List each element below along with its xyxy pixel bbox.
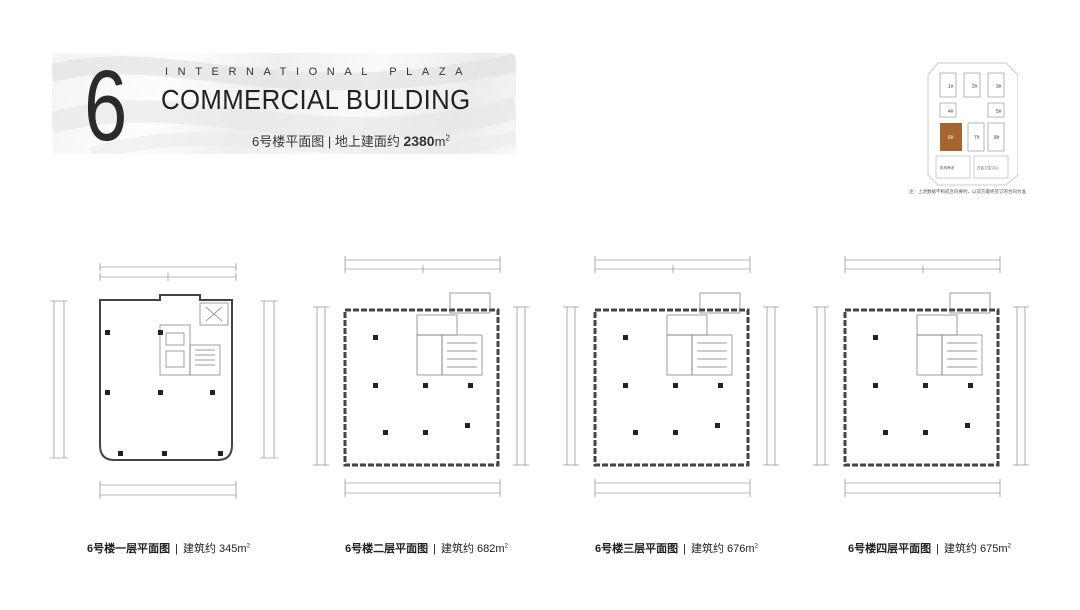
block-label-8: 8#: [994, 135, 1000, 141]
block-4: [939, 102, 957, 118]
caption-floor-2-name: 6号楼二层平面图: [345, 543, 429, 555]
caption-floor-4-label: 建筑约: [943, 543, 977, 555]
block-label-2: 2#: [972, 84, 978, 90]
caption-floor-3-sup: 2: [754, 543, 758, 550]
block-label-4: 4#: [948, 109, 954, 115]
caption-floor-3-label: 建筑约: [690, 543, 724, 555]
block-label-5: 5#: [996, 109, 1002, 115]
caption-floor-1-sup: 2: [246, 543, 250, 550]
title-line-commercial-building: COMMERCIAL BUILDING: [161, 84, 471, 115]
caption-floor-2-sup: 2: [504, 543, 508, 550]
caption-floor-3-name: 6号楼三层平面图: [595, 543, 679, 555]
caption-floor-2-sep: |: [433, 543, 436, 555]
caption-floor-4-sep: |: [936, 543, 939, 555]
title-banner: [52, 53, 516, 154]
caption-floor-3-area: 676: [727, 543, 746, 555]
subtitle-sup: 2: [445, 133, 450, 143]
caption-floor-2: 6号楼二层平面图 | 建筑约 682m2: [345, 540, 508, 556]
site-key-plan: 1# 2# 3# 4# 5# 6# 7# 8# 机构养老 社区卫生中心: [927, 62, 1018, 186]
block-8: [987, 122, 1005, 152]
caption-floor-4: 6号楼四层平面图 | 建筑约 675m2: [848, 540, 1011, 556]
floor-plan-2: [313, 256, 529, 497]
caption-floor-1-unit: m: [237, 543, 247, 555]
caption-floor-1-sep: |: [175, 543, 178, 555]
caption-floor-1-label: 建筑约: [182, 543, 216, 555]
block-label-6: 6#: [948, 135, 954, 141]
caption-floor-4-area: 675: [980, 543, 999, 555]
caption-floor-1-area: 345: [219, 543, 238, 555]
block-5: [987, 102, 1005, 118]
subtitle-prefix: 6号楼平面图 | 地上建面约: [252, 134, 404, 149]
caption-floor-1-name: 6号楼一层平面图: [87, 543, 171, 555]
subtitle: 6号楼平面图 | 地上建面约 2380m2: [252, 131, 450, 150]
caption-floor-3-sep: |: [683, 543, 686, 555]
caption-floor-1: 6号楼一层平面图 | 建筑约 345m2: [87, 540, 250, 556]
caption-floor-4-sup: 2: [1007, 543, 1011, 550]
subtitle-unit: m: [434, 134, 446, 149]
subtitle-area: 2380: [403, 133, 435, 149]
floor-plan-3: [563, 256, 779, 497]
block-label-1: 1#: [948, 84, 954, 90]
title-line-international-plaza: INTERNATIONAL PLAZA: [165, 66, 473, 78]
caption-floor-3-unit: m: [745, 543, 755, 555]
building-number: 6: [84, 50, 127, 162]
caption-floor-2-label: 建筑约: [440, 543, 474, 555]
block-7: [967, 122, 985, 152]
block-label-3: 3#: [996, 84, 1002, 90]
floor-plan-4: [813, 256, 1029, 497]
floor-plan-1: [50, 263, 278, 499]
banner-swoosh-decoration: [52, 54, 516, 154]
caption-floor-2-area: 682: [477, 543, 496, 555]
disclaimer-note: 注：上述数据不构成合同要约，以双方最终签订的合同为准: [909, 189, 1026, 194]
keyplan-label-elderly-care: 机构养老: [940, 165, 955, 170]
caption-floor-2-unit: m: [495, 543, 505, 555]
keyplan-label-health-center: 社区卫生中心: [977, 165, 999, 170]
caption-floor-4-unit: m: [998, 543, 1008, 555]
block-3: [987, 72, 1005, 98]
block-1: [939, 72, 957, 98]
caption-floor-4-name: 6号楼四层平面图: [848, 543, 932, 555]
caption-floor-3: 6号楼三层平面图 | 建筑约 676m2: [595, 540, 758, 556]
block-2: [963, 72, 981, 98]
block-label-7: 7#: [974, 135, 980, 141]
block-6-highlight: [940, 123, 962, 151]
